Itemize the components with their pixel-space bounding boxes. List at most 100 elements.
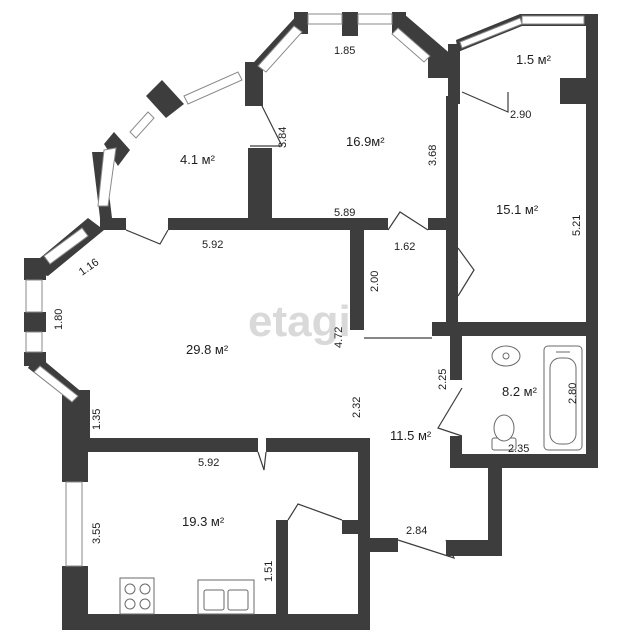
door-4 — [125, 229, 169, 245]
dim-11: 1.80 — [53, 309, 65, 330]
window-4-3 — [183, 71, 243, 105]
room-areas: 1.5 м² 16.9м² 4.1 м² 15.1 м² 29.8 м² 8.2… — [180, 52, 552, 529]
dim-4: 3.68 — [427, 145, 439, 166]
dim-18: 5.92 — [198, 457, 219, 469]
wall-16-bottom-left — [248, 218, 388, 230]
window-top-left — [257, 25, 303, 73]
bathroom-sink-drain — [502, 352, 510, 360]
door-balcony — [461, 91, 509, 113]
room-area-15-1: 15.1 м² — [496, 202, 539, 217]
wall-bay-left-pier — [24, 312, 46, 332]
wall-4-bottom-left — [100, 218, 126, 230]
window-top-2 — [357, 13, 393, 25]
dim-6: 5.21 — [571, 215, 583, 236]
doors — [125, 91, 509, 559]
room-area-balcony: 1.5 м² — [516, 52, 552, 67]
window-left-1 — [43, 227, 89, 265]
window-left-4 — [33, 365, 79, 403]
wall-bay-left-pier — [245, 62, 263, 106]
window-kitchen — [65, 481, 83, 567]
stove-burner-2 — [139, 583, 151, 595]
wall-bath-right — [586, 330, 598, 468]
wall-15-bottom — [446, 322, 598, 336]
window-4-2 — [129, 111, 155, 139]
door-bay-16 — [250, 105, 283, 147]
dim-13: 2.25 — [437, 369, 449, 390]
wall-4-right — [248, 148, 272, 220]
dim-9: 1.16 — [77, 256, 101, 278]
room-area-19-3: 19.3 м² — [182, 514, 225, 529]
window-balcony-2 — [521, 15, 585, 25]
wall-bath-left-bottom — [450, 436, 462, 468]
dim-8: 1.62 — [394, 241, 415, 253]
wall-closet-left — [276, 520, 288, 618]
stove-burner-1 — [124, 583, 136, 595]
wall-4-bay-pier-1 — [104, 132, 130, 166]
door-bath — [437, 387, 463, 437]
kitchen-stove — [119, 577, 155, 615]
wall-kitchen-top-right — [266, 438, 370, 452]
wall-kitchen-right — [358, 446, 370, 630]
wall-corridor-bottom-right — [446, 540, 502, 556]
wall-kitchen-top-left — [62, 438, 258, 452]
stove-burner-4 — [139, 598, 151, 610]
window-left-3 — [25, 331, 43, 353]
window-balcony-1 — [459, 17, 523, 49]
window-4-1 — [97, 147, 117, 207]
wall-4-bottom-right — [168, 218, 252, 230]
dim-15: 1.35 — [91, 409, 103, 430]
wall-kitchen-left-top — [62, 446, 88, 482]
door-kitchen — [257, 451, 267, 471]
dim-14: 2.80 — [567, 383, 579, 404]
room-area-11-5: 11.5 м² — [390, 428, 432, 443]
kitchen-sink-bowl-1 — [203, 589, 225, 611]
room-area-8-2: 8.2 м² — [502, 384, 538, 399]
fixtures — [119, 345, 583, 615]
wall-bay-left-corner-top — [24, 258, 46, 280]
dim-17: 2.35 — [508, 443, 529, 455]
wall-15-left — [446, 96, 458, 336]
dimensions: 1.85 2.90 3.84 3.68 5.89 5.21 5.92 1.62 … — [53, 45, 583, 582]
dim-3: 3.84 — [277, 127, 289, 148]
wall-hall-left — [350, 222, 364, 330]
wall-balcony-bottom-right — [560, 78, 598, 104]
room-area-29-8: 29.8 м² — [186, 342, 229, 357]
dim-7: 5.92 — [202, 239, 223, 251]
room-area-4-1: 4.1 м² — [180, 152, 216, 167]
window-top-right — [391, 27, 431, 63]
dim-12: 4.72 — [333, 327, 345, 348]
room-area-16-9: 16.9м² — [346, 134, 385, 149]
dim-10: 2.00 — [369, 271, 381, 292]
dim-19: 3.55 — [91, 523, 103, 544]
door-entrance — [397, 539, 456, 559]
windows — [25, 13, 585, 567]
wall-bay-top-pier — [342, 12, 358, 36]
watermark: etagi — [248, 297, 351, 346]
wall-bay-top-left — [245, 12, 300, 72]
wall-4-bay-pier-2 — [146, 80, 184, 118]
dim-21: 1.51 — [263, 561, 275, 582]
door-16 — [387, 211, 429, 231]
dim-1: 1.85 — [334, 45, 355, 57]
dim-5: 5.89 — [334, 207, 355, 219]
door-15 — [457, 247, 475, 297]
wall-hall-nub — [432, 322, 452, 336]
dim-20: 2.84 — [406, 525, 427, 537]
wall-closet-top — [342, 520, 360, 534]
wall-bath-left-top — [450, 330, 462, 380]
dim-2: 2.90 — [510, 109, 531, 121]
wall-right-upper — [586, 100, 598, 336]
wall-corridor-right — [488, 460, 502, 556]
kitchen-sink-bowl-2 — [227, 589, 249, 611]
door-closet — [287, 503, 343, 521]
bathtub-inner — [549, 357, 577, 445]
dim-16: 2.32 — [351, 397, 363, 418]
wall-16-bottom-right — [428, 218, 458, 230]
window-left-2 — [25, 279, 43, 313]
wall-balcony-left — [448, 44, 460, 104]
wall-kitchen-bottom — [62, 614, 370, 630]
toilet-bowl — [493, 414, 515, 442]
stove-burner-3 — [124, 598, 136, 610]
wall-bath-bottom — [450, 454, 598, 468]
